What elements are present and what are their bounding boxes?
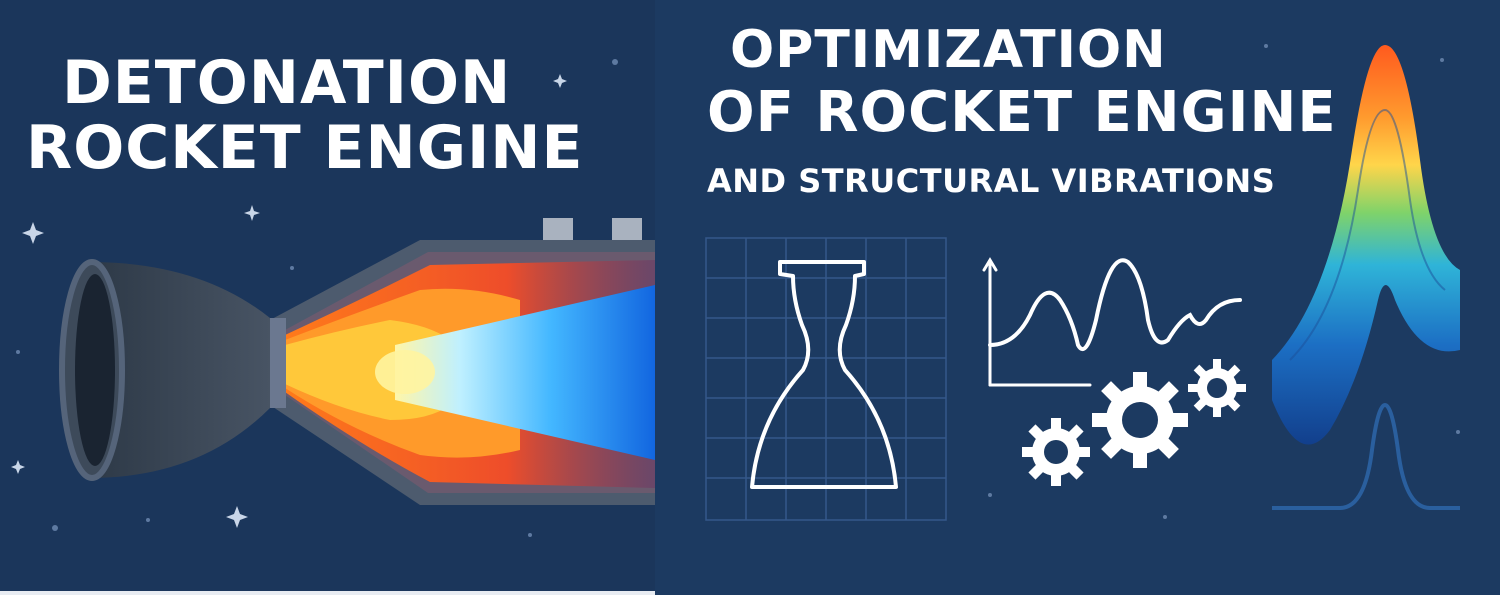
left-title-line-1: DETONATION xyxy=(62,48,512,118)
sparkle-icon xyxy=(11,74,567,528)
gear-icon xyxy=(1022,359,1246,486)
right-subtitle: AND STRUCTURAL VIBRATIONS xyxy=(707,162,1276,200)
design-grid xyxy=(705,237,947,521)
right-title-line-2: OF ROCKET ENGINE xyxy=(707,80,1337,145)
bottom-strip xyxy=(0,591,655,595)
star-dots xyxy=(16,44,1460,537)
left-title-line-2: ROCKET ENGINE xyxy=(26,113,584,183)
waveform-chart-icon xyxy=(982,257,1242,387)
detonation-engine-illustration xyxy=(59,218,655,505)
contour-peak-icon xyxy=(1272,45,1460,510)
nozzle-outline-icon xyxy=(750,260,898,489)
right-title-line-1: OPTIMIZATION xyxy=(730,20,1167,80)
